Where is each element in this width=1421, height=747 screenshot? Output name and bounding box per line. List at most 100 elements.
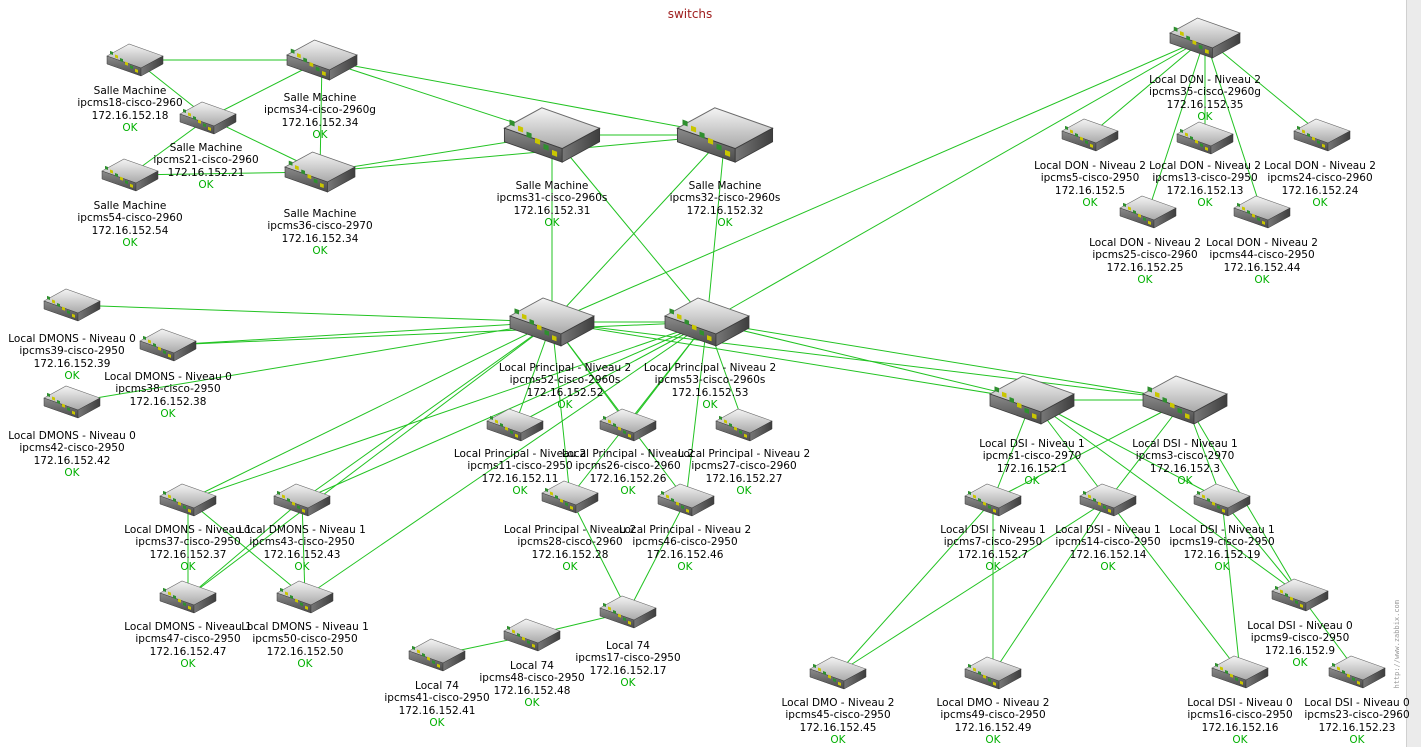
switch-icon[interactable]	[964, 483, 1022, 517]
switch-icon[interactable]	[139, 328, 197, 362]
switch-icon[interactable]	[1176, 121, 1234, 155]
switch-icon[interactable]	[657, 483, 715, 517]
switch-icon[interactable]	[1211, 655, 1269, 689]
node-host: ipcms23-cisco-2960	[1304, 709, 1410, 722]
node-host: ipcms32-cisco-2960s	[669, 192, 781, 205]
switch-icon[interactable]	[286, 39, 358, 81]
switch-icon[interactable]	[809, 656, 867, 690]
switch-icon[interactable]	[1293, 118, 1351, 152]
switch-icon[interactable]	[1079, 483, 1137, 517]
switch-icon[interactable]	[503, 107, 601, 163]
node-host: ipcms54-cisco-2960	[77, 212, 183, 225]
switch-icon[interactable]	[508, 297, 596, 347]
switch-icon[interactable]	[1119, 195, 1177, 229]
switch-icon[interactable]	[599, 408, 657, 442]
switch-icon[interactable]	[159, 580, 217, 614]
node-ip: 172.16.152.18	[91, 109, 169, 122]
switch-icon[interactable]	[106, 43, 164, 77]
node-name: Salle Machine	[169, 142, 243, 154]
node-name: Local DSI - Niveau 1	[940, 524, 1046, 536]
switch-icon[interactable]	[1328, 655, 1386, 689]
node-ip: 172.16.152.17	[589, 664, 667, 677]
switch-icon[interactable]	[1141, 375, 1229, 425]
switch-icon[interactable]	[503, 618, 561, 652]
network-link	[1107, 499, 1241, 673]
switch-icon[interactable]	[101, 158, 159, 192]
network-link	[551, 134, 708, 323]
switch-icon[interactable]	[1271, 578, 1329, 612]
switch-icon[interactable]	[715, 408, 773, 442]
switch-icon[interactable]	[964, 656, 1022, 690]
node-status: OK	[1137, 273, 1153, 286]
node-host: ipcms38-cisco-2950	[115, 383, 221, 396]
node-ip: 172.16.152.1	[996, 462, 1068, 475]
scrollbar[interactable]	[1406, 0, 1421, 747]
switch-icon[interactable]	[43, 385, 101, 419]
switch-icon[interactable]	[1169, 17, 1241, 59]
switch-icon[interactable]	[988, 375, 1076, 425]
switch-icon[interactable]	[43, 288, 101, 322]
switch-icon[interactable]	[676, 107, 774, 163]
switch-icon[interactable]	[663, 297, 751, 347]
switch-icon[interactable]	[1061, 118, 1119, 152]
network-link	[1221, 499, 1301, 596]
switch-icon[interactable]	[599, 595, 657, 629]
switch-icon[interactable]	[486, 408, 544, 442]
switch-icon[interactable]	[408, 638, 466, 672]
switch-icon[interactable]	[1233, 195, 1291, 229]
node-status: OK	[702, 398, 718, 411]
node-host: ipcms52-cisco-2960s	[509, 374, 621, 387]
switch-icon[interactable]	[541, 480, 599, 514]
switch-icon[interactable]	[284, 151, 356, 193]
switch-icon[interactable]	[273, 483, 331, 517]
switch-icon[interactable]	[159, 483, 217, 517]
network-link	[551, 321, 571, 498]
network-link	[301, 499, 306, 598]
node-host: ipcms47-cisco-2950	[135, 633, 241, 646]
switch-icon[interactable]	[1193, 483, 1251, 517]
network-link	[706, 134, 726, 323]
switch-icon[interactable]	[179, 101, 237, 135]
switch-icon[interactable]	[276, 580, 334, 614]
